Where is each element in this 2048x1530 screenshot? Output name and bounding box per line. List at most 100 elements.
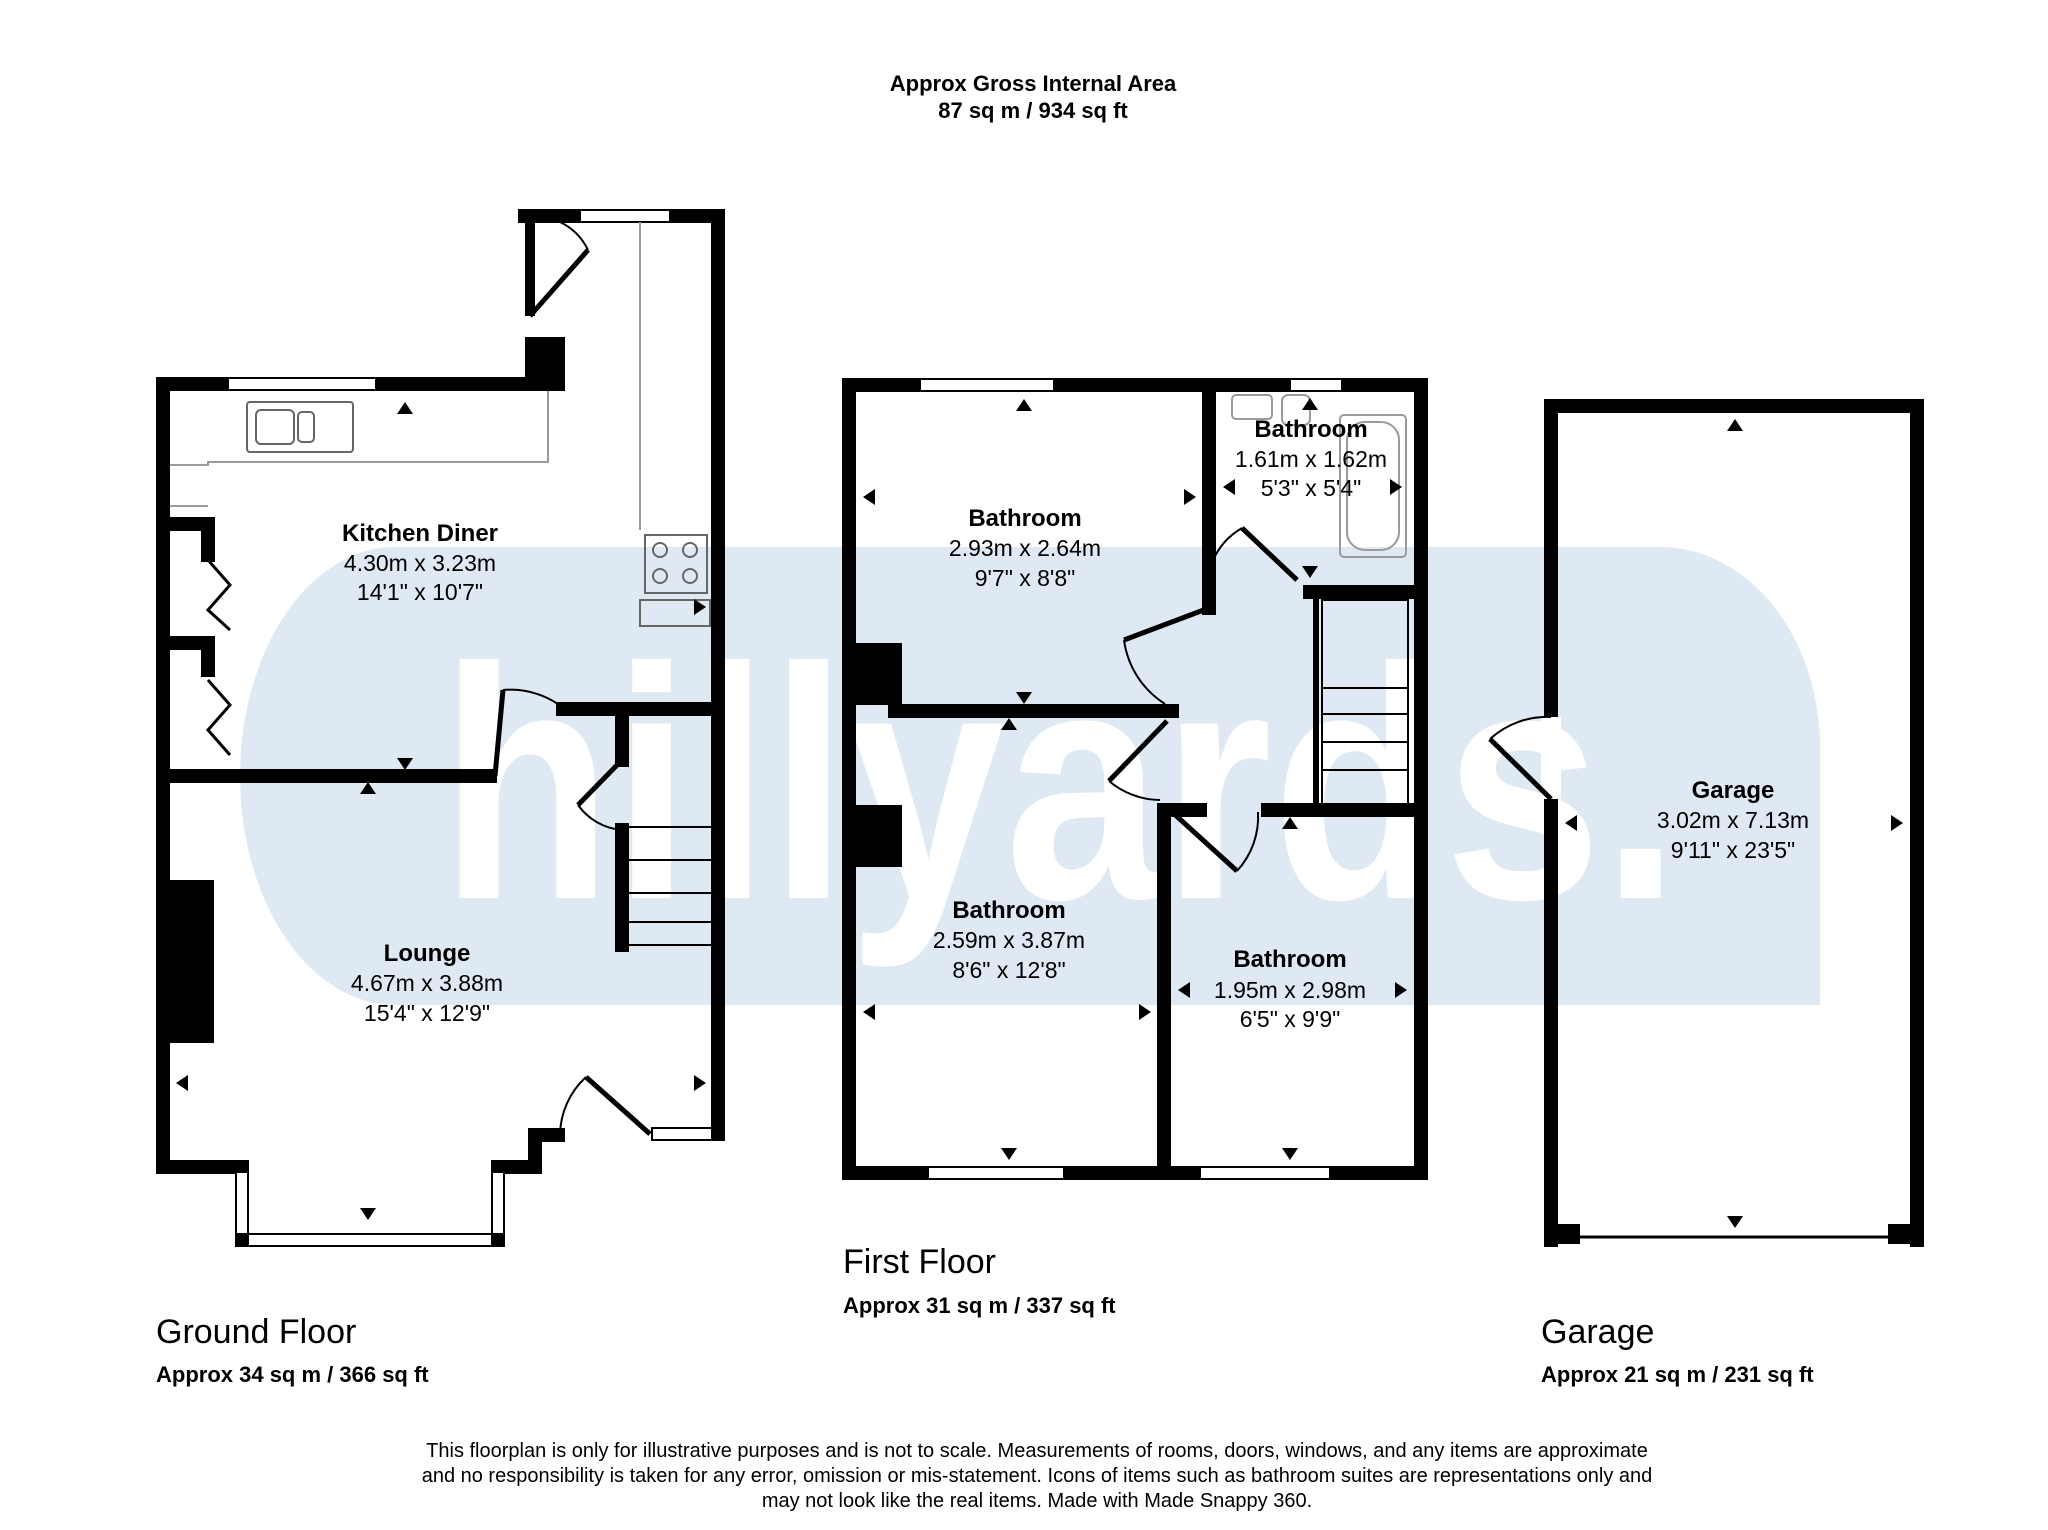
room-name: Bathroom — [1254, 416, 1367, 443]
room-dims-metric: 4.30m x 3.23m — [344, 550, 496, 576]
gf-wall-pier — [525, 337, 565, 391]
gf-wall-pier-2 — [525, 216, 535, 316]
gf-stairs-box — [621, 826, 713, 946]
gf-arrow — [360, 1208, 376, 1220]
room-label-lounge: Lounge 4.67m x 3.88m 15'4" x 12'9" — [351, 940, 503, 1026]
ff-door-bed2-swing — [1108, 780, 1161, 801]
gf-hob — [644, 534, 708, 594]
room-name: Bathroom — [1233, 946, 1346, 973]
gf-door-extension — [528, 248, 590, 318]
garage-arrow — [1565, 815, 1577, 831]
garage-side-door-gap — [1541, 717, 1561, 799]
ff-stairs — [1321, 599, 1409, 806]
gf-arrow — [397, 402, 413, 414]
floor-area-garage: Approx 21 sq m / 231 sq ft — [1541, 1362, 1814, 1387]
room-name: Kitchen Diner — [342, 520, 498, 547]
ff-arrow — [1395, 982, 1407, 998]
ff-arrow — [1001, 718, 1017, 730]
ff-arrow — [1302, 398, 1318, 410]
room-label-garage: Garage 3.02m x 7.13m 9'11" x 23'5" — [1657, 777, 1809, 863]
first-floor-doors — [1107, 526, 1299, 873]
room-dims-imperial: 8'6" x 12'8" — [952, 957, 1065, 983]
ff-door-bed1-swing — [1123, 639, 1166, 705]
room-dims-metric: 4.67m x 3.88m — [351, 970, 503, 996]
room-dims-imperial: 6'5" x 9'9" — [1240, 1006, 1341, 1032]
garage-plan — [1544, 399, 1924, 1247]
disclaimer: This floorplan is only for illustrative … — [422, 1440, 1653, 1512]
gf-door-kitchen-lounge-swing — [502, 688, 569, 713]
room-dims-imperial: 9'11" x 23'5" — [1671, 837, 1795, 863]
garage-arrow — [1727, 1216, 1743, 1228]
room-dims-imperial: 9'7" x 8'8" — [975, 565, 1076, 591]
ff-arrow — [1223, 479, 1235, 495]
disclaimer-line: This floorplan is only for illustrative … — [426, 1440, 1648, 1462]
ground-floor-windows — [227, 209, 713, 1247]
garage-blocks — [1544, 1224, 1924, 1244]
room-dims-imperial: 5'3" x 5'4" — [1261, 475, 1362, 501]
ff-window-bed2 — [927, 1166, 1065, 1180]
gf-arrow — [176, 1075, 188, 1091]
gf-wall-bay-right — [235, 1160, 505, 1247]
ff-arrow — [1302, 566, 1318, 578]
ff-arrow — [863, 489, 875, 505]
gf-worktop — [170, 391, 549, 466]
gf-sink-bowl-2 — [297, 411, 315, 443]
floor-area-first: Approx 31 sq m / 337 sq ft — [843, 1293, 1116, 1318]
gf-window-extension — [579, 209, 671, 223]
ff-door-bed2 — [1107, 719, 1169, 783]
ff-arrow — [1390, 479, 1402, 495]
first-floor-arrows — [863, 398, 1407, 1160]
gf-door-cupboard-1 — [205, 559, 232, 632]
gf-window-lounge-side — [651, 1127, 713, 1141]
floor-area-ground: Approx 34 sq m / 366 sq ft — [156, 1362, 429, 1387]
first-floor-windows — [919, 378, 1343, 1180]
gf-window-bay-left — [235, 1171, 249, 1235]
floor-name-first: First Floor — [843, 1243, 996, 1281]
ff-arrow — [1178, 982, 1190, 998]
disclaimer-line: and no responsibility is taken for any e… — [422, 1465, 1653, 1487]
room-label-bathroom-3: Bathroom 2.59m x 3.87m 8'6" x 12'8" — [933, 897, 1085, 983]
ground-floor-arrows — [176, 402, 706, 1220]
gf-arrow — [397, 758, 413, 770]
ff-window-bed1 — [919, 378, 1055, 392]
garage-arrows — [1565, 419, 1903, 1228]
gf-door-front — [584, 1075, 652, 1136]
gf-hob-ring-1 — [652, 542, 668, 558]
gf-door-hall-swing — [577, 804, 623, 831]
header-area: 87 sq m / 934 sq ft — [938, 98, 1128, 123]
ff-arrow — [1282, 817, 1298, 829]
gf-appliance — [639, 599, 711, 627]
ground-floor-doors — [205, 221, 652, 1136]
room-dims-metric: 1.61m x 1.62m — [1235, 446, 1387, 472]
gf-door-hall — [576, 758, 624, 807]
garage-wall-outer — [1544, 399, 1924, 1247]
gf-window-bay-front — [247, 1233, 493, 1247]
garage-arrow — [1727, 419, 1743, 431]
room-label-bathroom-4: Bathroom 1.95m x 2.98m 6'5" x 9'9" — [1214, 946, 1366, 1032]
ff-window-bed3 — [1199, 1166, 1331, 1180]
first-floor-blocks — [856, 643, 902, 867]
gf-hob-ring-2 — [682, 542, 698, 558]
room-label-kitchen-diner: Kitchen Diner 4.30m x 3.23m 14'1" x 10'7… — [342, 520, 498, 605]
ground-floor-blocks — [170, 216, 565, 1043]
room-dims-metric: 3.02m x 7.13m — [1657, 807, 1809, 833]
ff-door-bed1 — [1123, 605, 1210, 643]
gf-sink-bowl-1 — [255, 409, 295, 445]
garage-side-door-swing — [1489, 715, 1552, 740]
gf-door-extension-swing — [559, 221, 589, 251]
room-dims-imperial: 14'1" x 10'7" — [357, 579, 483, 605]
gf-wall-north-kitchen — [156, 377, 249, 1174]
floor-name-ground: Ground Floor — [156, 1313, 356, 1351]
ff-door-bed3-swing — [1236, 811, 1260, 872]
ff-basin — [1231, 394, 1273, 420]
garage-pier-left — [1544, 1224, 1580, 1244]
ff-bath — [1339, 414, 1407, 558]
first-floor-plan — [842, 378, 1428, 1180]
garage-side-door — [1488, 737, 1553, 801]
gf-wall-step — [491, 1128, 565, 1174]
gf-arrow — [694, 1075, 706, 1091]
gf-chimney-breast — [170, 880, 214, 1043]
header-title: Approx Gross Internal Area — [890, 71, 1177, 96]
ff-chimney-lower — [856, 805, 902, 867]
